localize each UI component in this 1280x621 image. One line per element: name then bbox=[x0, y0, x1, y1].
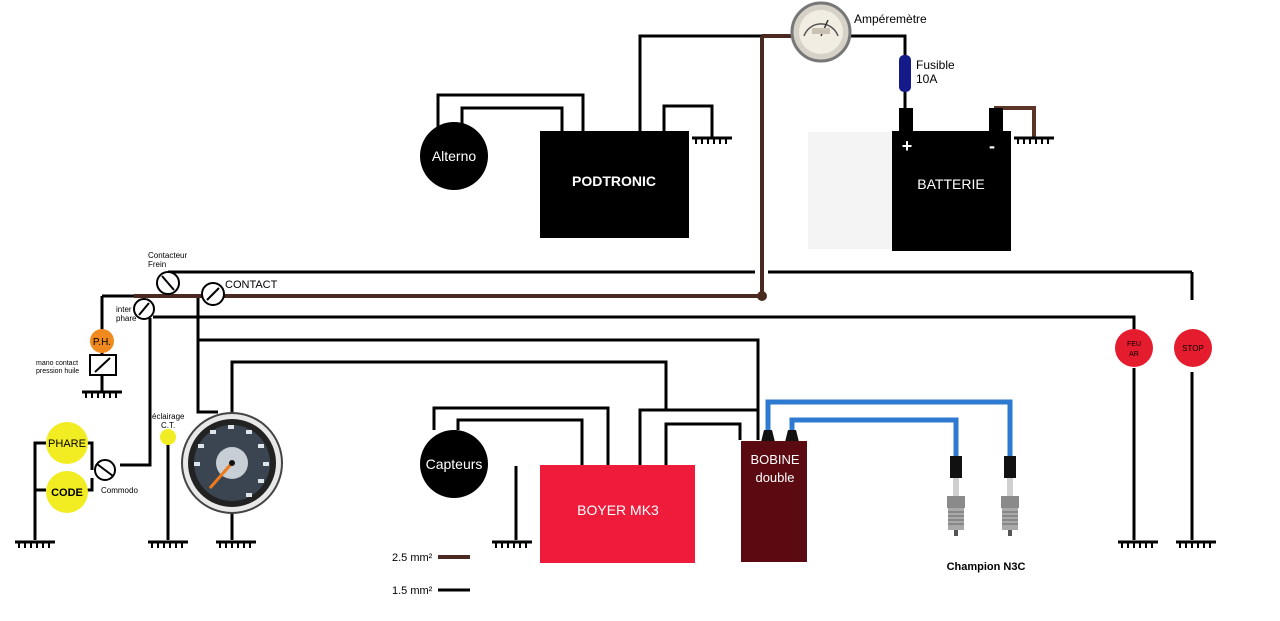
ct-light-label-2: C.T. bbox=[161, 421, 175, 430]
headlight-switch bbox=[133, 298, 155, 320]
brake-switch-label: Contacteur bbox=[148, 251, 187, 260]
legend-label: 1.5 mm² bbox=[392, 585, 433, 597]
alternator bbox=[420, 122, 488, 190]
headlight-main bbox=[46, 422, 88, 464]
podtronic-box bbox=[540, 131, 689, 238]
spark-plug-icon bbox=[1000, 455, 1020, 537]
tail-light bbox=[1115, 329, 1153, 367]
commodo-switch bbox=[94, 459, 116, 481]
spark-plugs-label: Champion N3C bbox=[947, 561, 1026, 573]
ground-icon bbox=[1116, 540, 1160, 550]
ground-icon bbox=[13, 540, 57, 550]
ground-icon bbox=[214, 540, 258, 550]
ct-light-label: éclairage bbox=[152, 412, 185, 421]
podtronic-label: PODTRONIC bbox=[572, 173, 656, 189]
ammeter-label: Ampéremètre bbox=[854, 12, 927, 26]
ignition-contact bbox=[201, 282, 225, 306]
ground-icon bbox=[490, 540, 534, 550]
tail-light-label-2: AR bbox=[1129, 351, 1139, 358]
battery-terminal-plus bbox=[899, 108, 913, 133]
fuse-label: Fusible bbox=[916, 58, 955, 72]
pickup-sensors bbox=[420, 430, 488, 498]
boyer-label: BOYER MK3 bbox=[577, 502, 659, 518]
legend-label: 2.5 mm² bbox=[392, 552, 433, 564]
brake-switch bbox=[156, 271, 180, 295]
battery-minus-label: - bbox=[989, 136, 995, 156]
coil-label-2: double bbox=[755, 470, 794, 485]
contact-label: CONTACT bbox=[225, 279, 278, 291]
headlight-dip bbox=[46, 471, 88, 513]
brake-switch-label-2: Frein bbox=[148, 260, 166, 269]
oil-pressure-switch-label: mano contact bbox=[36, 360, 78, 367]
tail-light-label: FEU bbox=[1127, 341, 1141, 348]
battery-terminal-minus bbox=[989, 108, 1003, 133]
battery-label: BATTERIE bbox=[917, 176, 984, 192]
tachometer bbox=[181, 412, 283, 514]
alternator-label: Alterno bbox=[432, 148, 477, 164]
legend: 2.5 mm² 1.5 mm² bbox=[392, 552, 470, 597]
wires-thin bbox=[33, 34, 1194, 540]
ammeter bbox=[790, 1, 852, 63]
battery-plus-label: + bbox=[902, 136, 913, 156]
ct-light bbox=[160, 429, 176, 445]
coil-label: BOBINE bbox=[750, 452, 799, 467]
junction-dot bbox=[757, 291, 767, 301]
headlight-switch-label-2: phare bbox=[116, 314, 137, 323]
ground-icon bbox=[146, 540, 190, 550]
spark-plug-icon bbox=[946, 455, 966, 537]
wires-ht bbox=[765, 399, 1013, 458]
pickup-sensors-label: Capteurs bbox=[426, 456, 483, 472]
fuse-rating: 10A bbox=[916, 72, 937, 86]
headlight-main-label: PHARE bbox=[48, 438, 86, 450]
oil-pressure-switch-label-2: pression huile bbox=[36, 368, 79, 375]
oil-pressure-lamp-label: P.H. bbox=[93, 337, 111, 348]
boyer-box bbox=[540, 465, 695, 563]
battery-shadow bbox=[808, 132, 894, 249]
fuse bbox=[899, 55, 911, 92]
stop-light bbox=[1174, 329, 1212, 367]
wires-thick bbox=[134, 34, 792, 298]
coil-terminals bbox=[761, 430, 799, 442]
commodo-label: Commodo bbox=[101, 486, 138, 495]
ground-icon bbox=[1012, 136, 1056, 146]
headlight-dip-label: CODE bbox=[51, 487, 83, 499]
coil-box bbox=[741, 441, 807, 562]
stop-light-label: STOP bbox=[1182, 344, 1204, 353]
ground-icon bbox=[80, 390, 124, 400]
ground-icon bbox=[690, 136, 734, 146]
oil-pressure-switch bbox=[89, 354, 117, 376]
ground-icon bbox=[1174, 540, 1218, 550]
battery-box bbox=[892, 131, 1011, 251]
oil-pressure-lamp bbox=[90, 329, 114, 353]
headlight-switch-label: inter bbox=[116, 305, 132, 314]
